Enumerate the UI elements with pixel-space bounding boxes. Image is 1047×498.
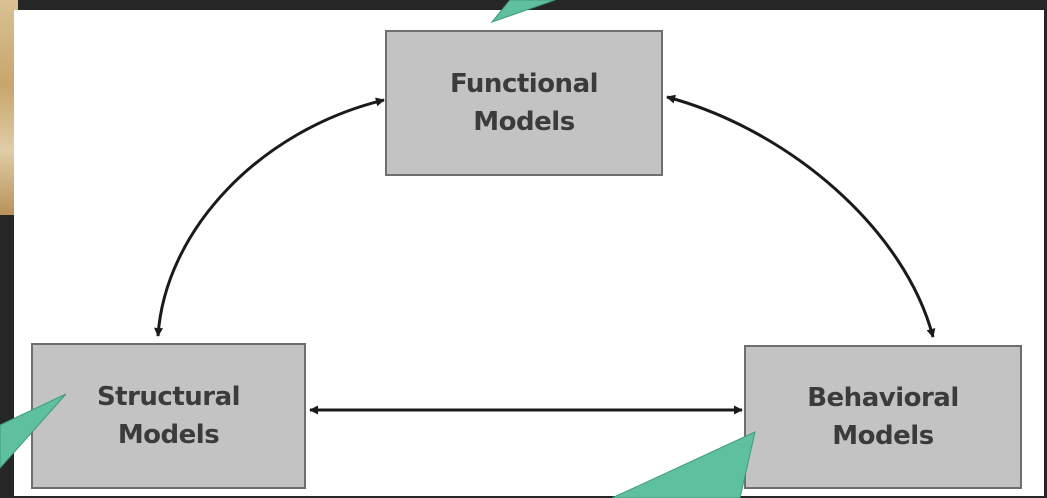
functional-models-line1: Functional (449, 69, 599, 99)
arrow-functional-behavioral (666, 94, 936, 338)
callout-pointer-left (0, 393, 67, 469)
functional-models-line2: Models (473, 107, 575, 137)
behavioral-models-line1: Behavioral (807, 383, 959, 413)
functional-models-label: Functional Models (449, 65, 599, 141)
behavioral-models-line2: Models (832, 421, 934, 451)
arrow-functional-structural (154, 97, 385, 337)
background-wood-strip (0, 0, 18, 215)
structural-models-box: Structural Models (31, 343, 306, 489)
functional-models-box: Functional Models (385, 30, 663, 176)
behavioral-models-label: Behavioral Models (807, 379, 959, 455)
behavioral-models-box: Behavioral Models (744, 345, 1022, 489)
callout-pointer-top (490, 0, 556, 24)
structural-models-label: Structural Models (96, 378, 241, 454)
callout-pointer-bottom (611, 431, 756, 498)
structural-models-line2: Models (117, 420, 220, 450)
structural-models-line1: Structural (96, 382, 241, 412)
